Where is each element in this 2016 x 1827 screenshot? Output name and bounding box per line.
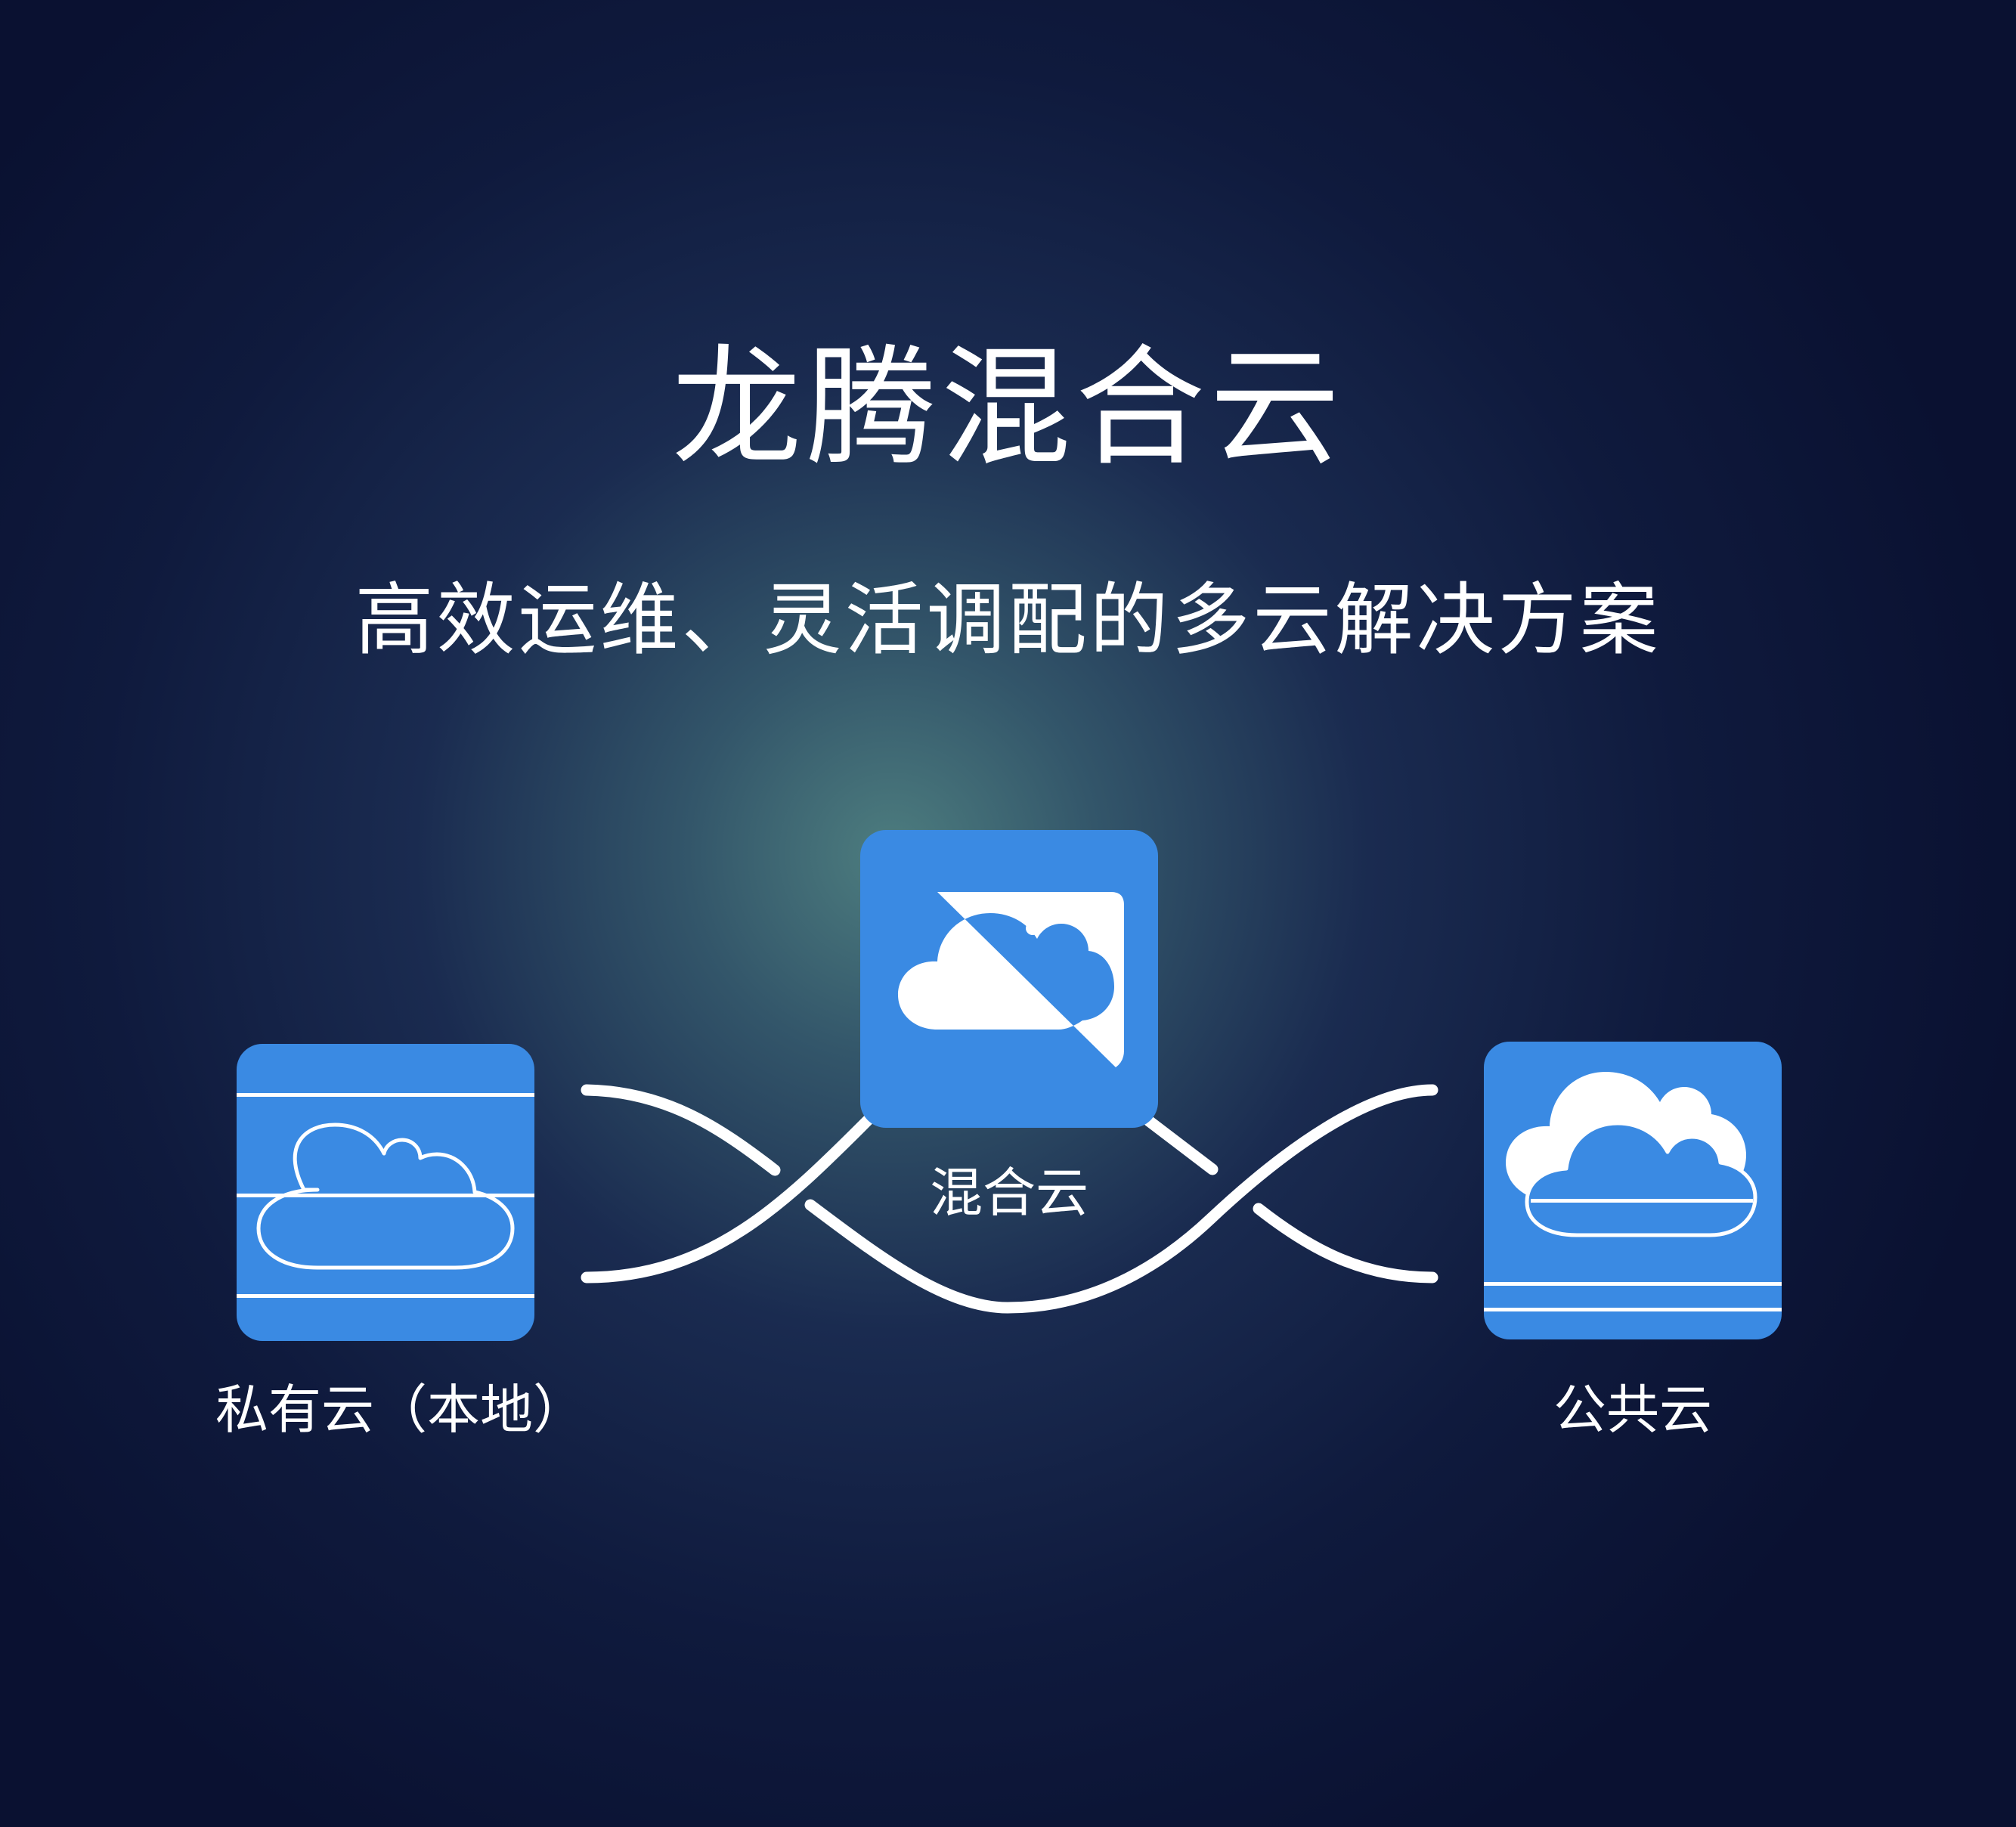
hybrid-cloud-icon [860, 830, 1158, 1128]
public-cloud-label: 公共云 [1553, 1379, 1712, 1441]
connector-private-upper [581, 1084, 781, 1176]
connector-private-lower [581, 1114, 874, 1284]
public-cloud-icon [1484, 1042, 1782, 1339]
connector-hybrid-right [1143, 1115, 1219, 1175]
private-cloud-label: 私有云（本地） [215, 1379, 586, 1441]
connector-bottom-wave [804, 1084, 1438, 1314]
hybrid-cloud-label: 混合云 [930, 1162, 1089, 1224]
page-title: 龙腾混合云 [671, 332, 1345, 484]
connector-lines [581, 1084, 1438, 1314]
hybrid-cloud-shape [898, 913, 1114, 1030]
private-cloud-icon [237, 1044, 534, 1341]
page-subtitle: 高效运维、灵活调配的多云解决方案 [355, 574, 1661, 666]
connector-public-lower [1253, 1203, 1438, 1284]
